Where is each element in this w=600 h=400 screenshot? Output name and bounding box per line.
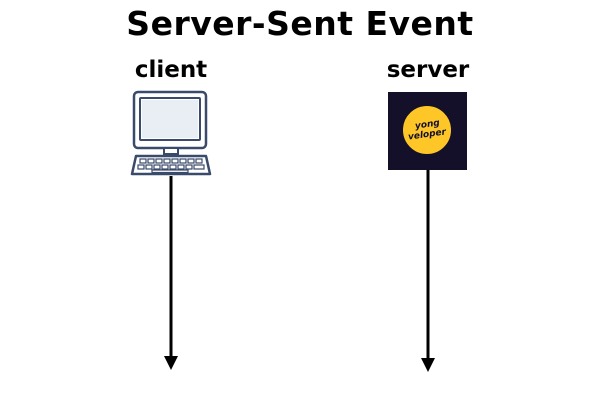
logo-badge-icon: yong veloper <box>401 104 453 156</box>
client-label: client <box>134 57 208 83</box>
server-lifeline-arrowhead <box>421 358 435 372</box>
client-lifeline-arrowhead <box>164 356 178 370</box>
diagram-title: Server-Sent Event <box>126 4 474 43</box>
desktop-computer-icon <box>130 90 212 176</box>
server-logo: yong veloper <box>388 92 467 170</box>
server-label: server <box>386 57 470 83</box>
